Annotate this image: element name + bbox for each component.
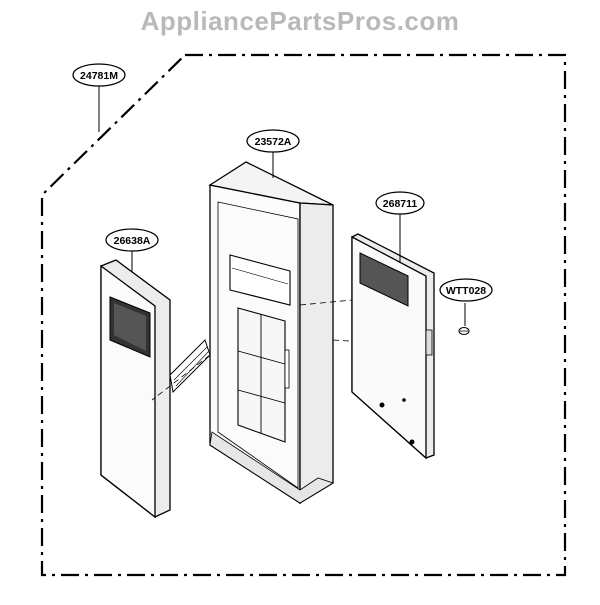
callout-268711: 268711 (375, 191, 425, 262)
housing-frame-part (208, 161, 334, 505)
callout-label: WTT028 (446, 285, 486, 297)
watermark-text: AppliancePartsPros.com (140, 6, 460, 36)
callout-label: 268711 (383, 198, 418, 210)
callout-WTT028: WTT028 (439, 278, 493, 302)
callout-label: 24781M (80, 70, 118, 82)
screw-hole (379, 402, 385, 408)
callout-label: 26638A (114, 235, 151, 247)
callout-24781M: 24781M (72, 63, 126, 132)
screw-part (458, 303, 470, 336)
callout-26638A: 26638A (105, 228, 159, 272)
screw-hole (409, 439, 415, 445)
callout-label: 23572A (255, 136, 292, 148)
assembly-boundary (40, 53, 567, 577)
callout-23572A: 23572A (246, 129, 300, 178)
alignment-line (151, 354, 211, 401)
pcb-board-part (351, 233, 435, 460)
control-panel-part (100, 259, 211, 519)
alignment-line (299, 299, 353, 306)
